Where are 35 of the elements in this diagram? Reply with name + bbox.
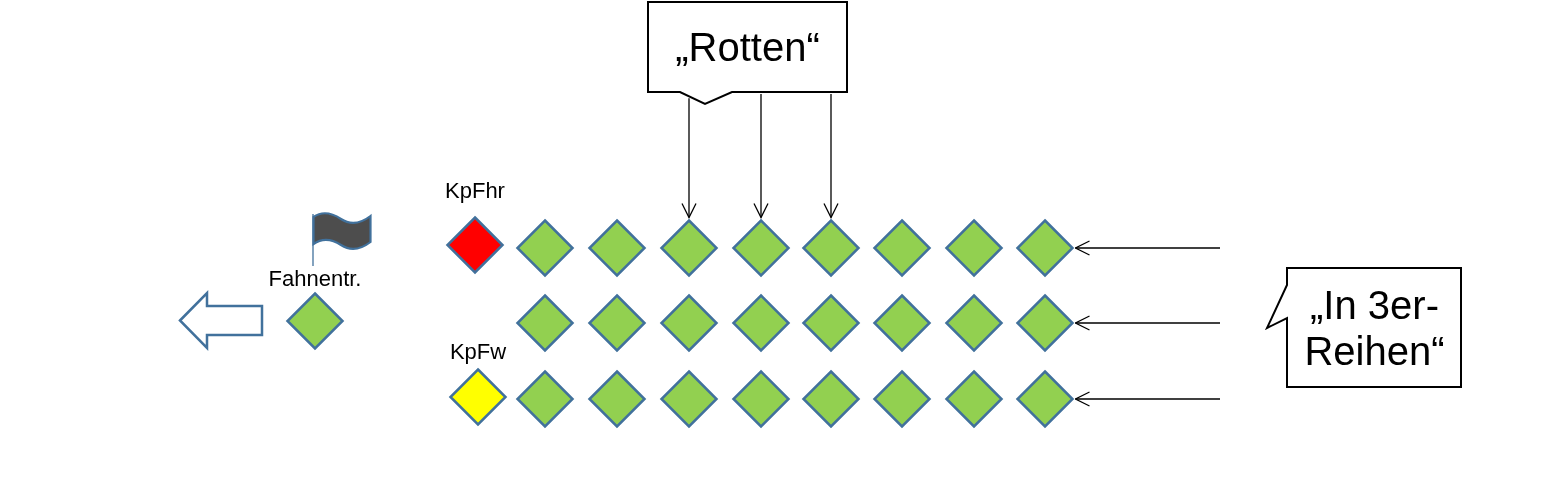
arrow bbox=[823, 93, 839, 219]
diamond-marker bbox=[802, 294, 860, 352]
diamond-marker bbox=[732, 294, 790, 352]
speech-bubble: „Rotten“ bbox=[647, 1, 848, 106]
diamond-marker bbox=[873, 294, 931, 352]
speech-bubble: „In 3er-Reihen“ bbox=[1265, 267, 1462, 388]
diamond-marker bbox=[660, 370, 718, 428]
diamond-marker bbox=[516, 370, 574, 428]
diamond-marker bbox=[802, 370, 860, 428]
arrow bbox=[681, 97, 697, 219]
diamond-marker bbox=[1016, 370, 1074, 428]
role-label: KpFhr bbox=[445, 178, 505, 204]
diamond-marker bbox=[732, 219, 790, 277]
diamond-marker bbox=[873, 219, 931, 277]
diamond-marker bbox=[1016, 219, 1074, 277]
diamond-marker bbox=[588, 219, 646, 277]
diamond-marker bbox=[945, 219, 1003, 277]
diamond-marker bbox=[945, 370, 1003, 428]
arrow bbox=[753, 93, 769, 219]
diamond-marker bbox=[945, 294, 1003, 352]
diamond-marker bbox=[588, 294, 646, 352]
arrow bbox=[1074, 240, 1221, 256]
diamond-marker bbox=[732, 370, 790, 428]
diamond-marker bbox=[516, 294, 574, 352]
arrow bbox=[1074, 391, 1221, 407]
diamond-marker bbox=[802, 219, 860, 277]
arrow bbox=[1074, 315, 1221, 331]
diamond-marker bbox=[660, 294, 718, 352]
diamond-marker bbox=[516, 219, 574, 277]
diamond-marker bbox=[1016, 294, 1074, 352]
diamond-marker bbox=[660, 219, 718, 277]
role-label: KpFw bbox=[449, 339, 507, 365]
role-label: Fahnentr. bbox=[268, 266, 362, 292]
diamond-marker bbox=[588, 370, 646, 428]
diamond-marker bbox=[873, 370, 931, 428]
